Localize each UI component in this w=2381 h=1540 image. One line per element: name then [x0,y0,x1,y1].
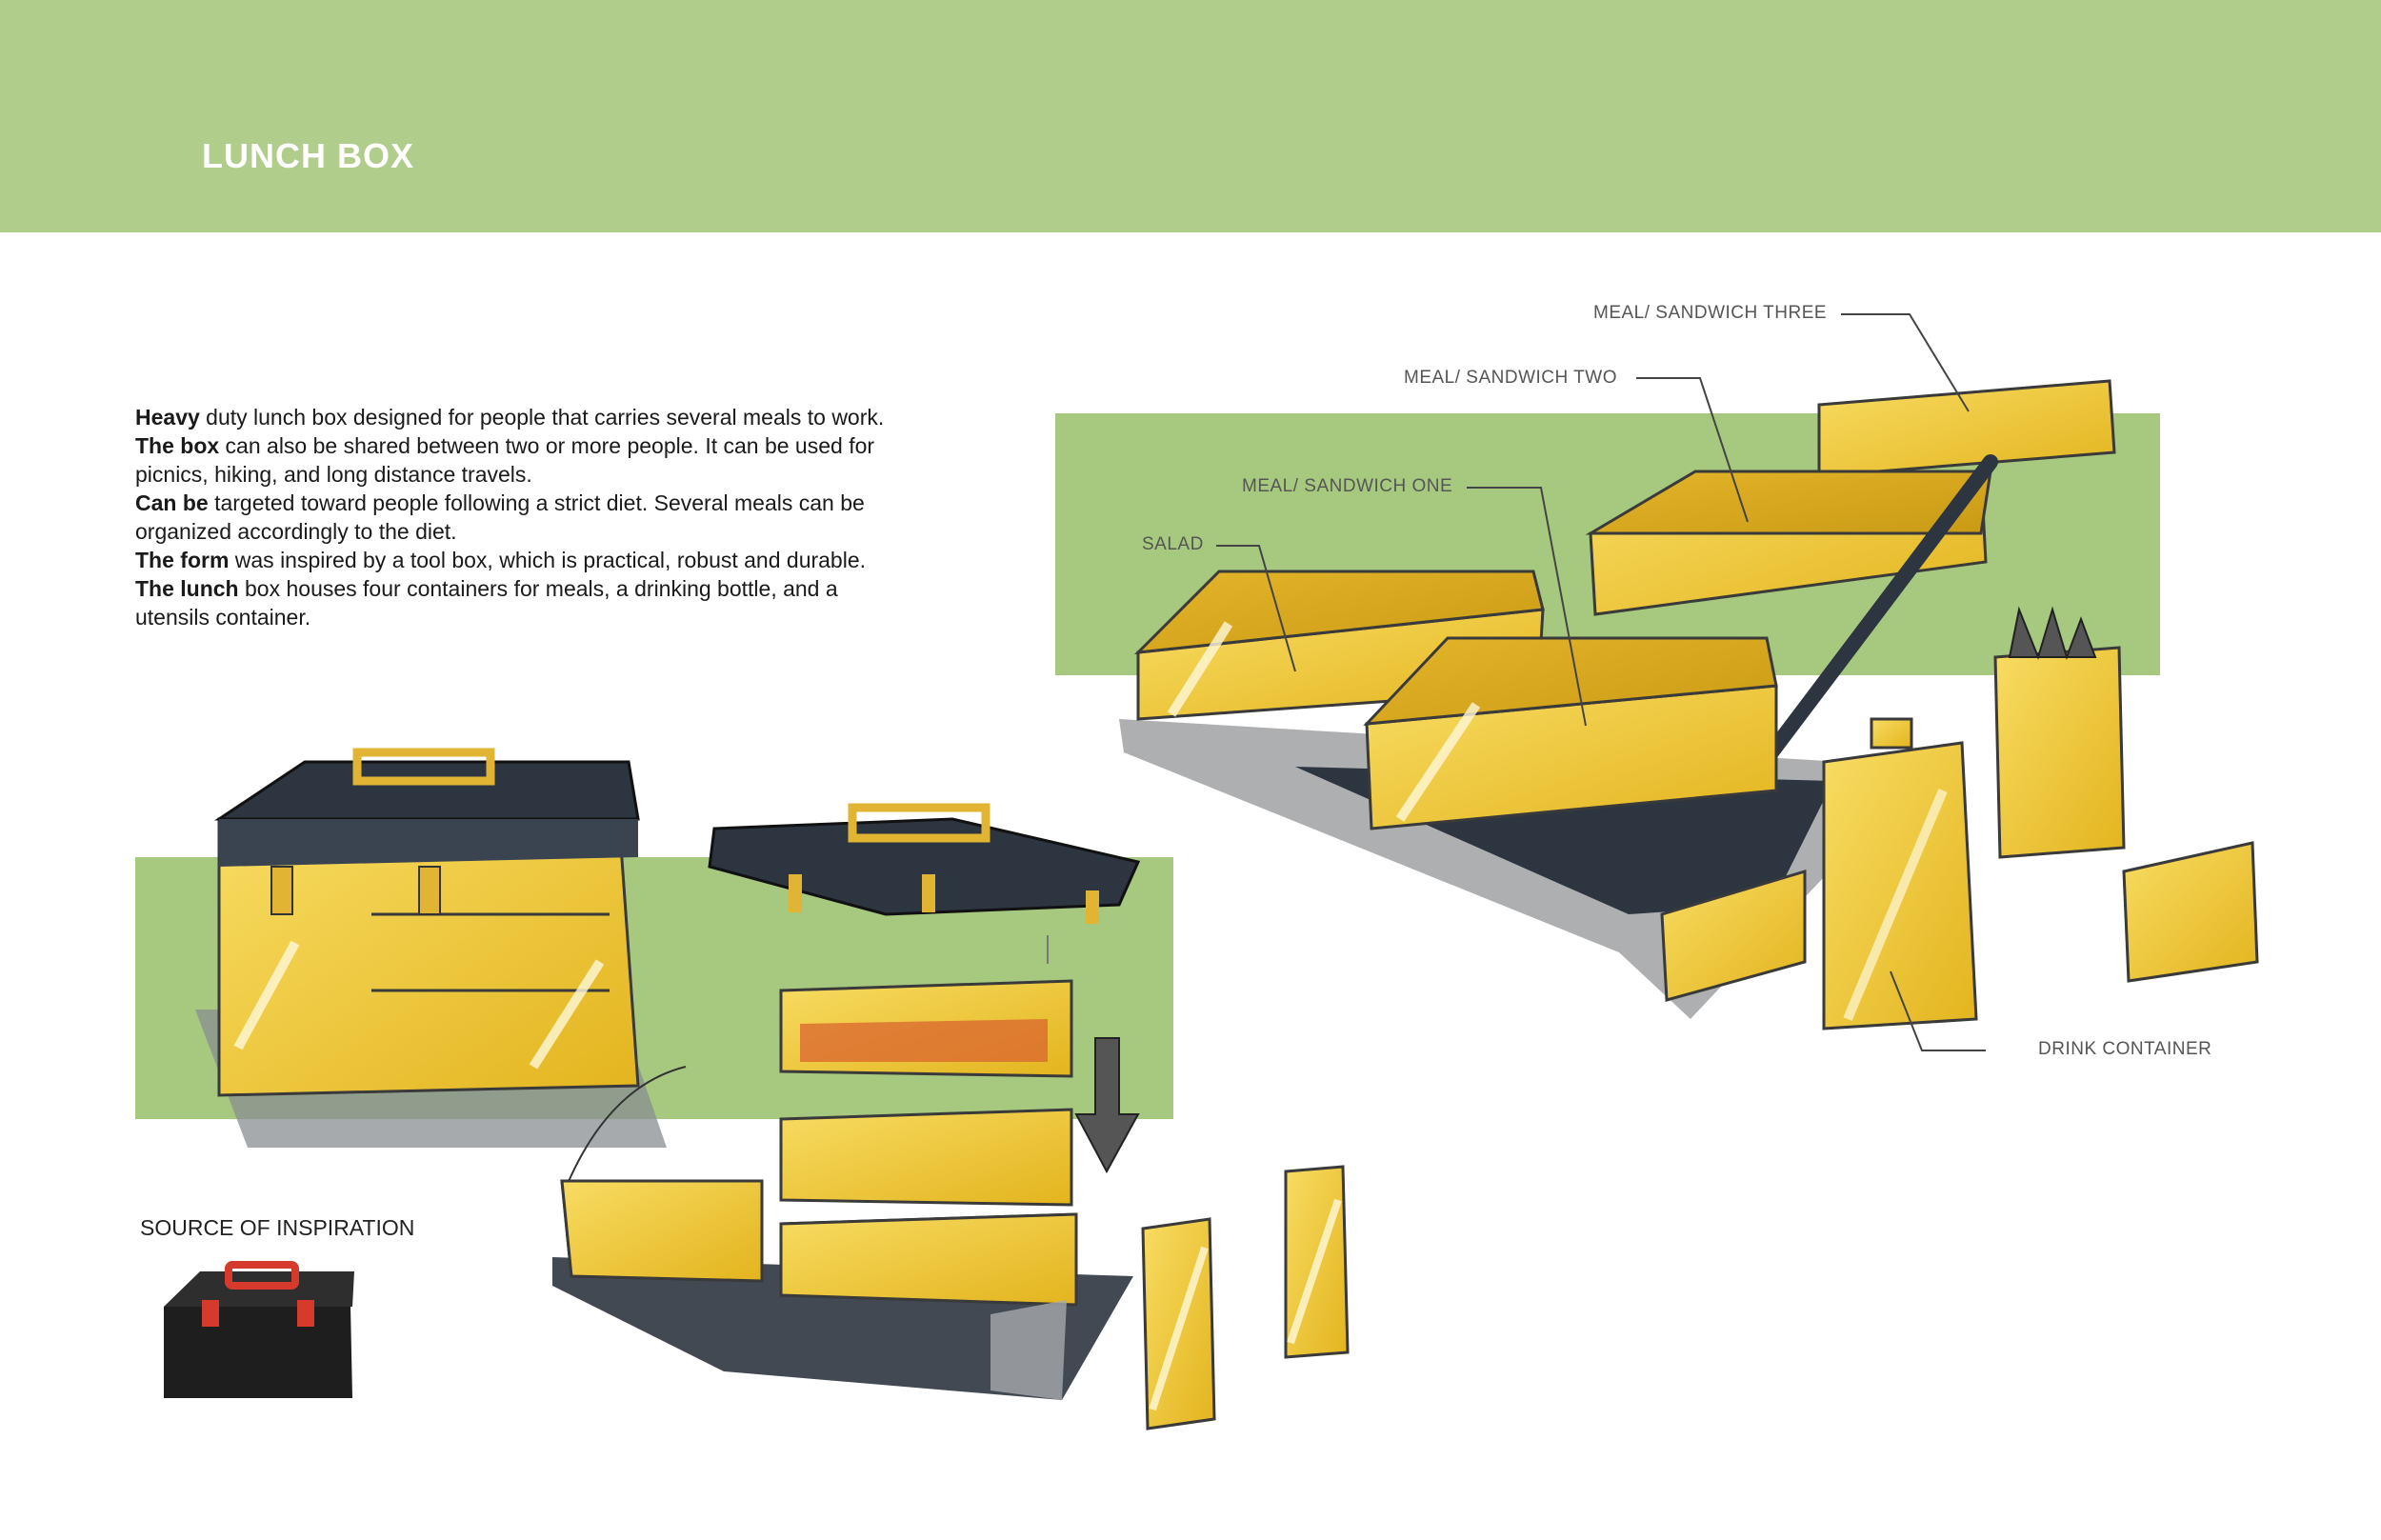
description: Heavy duty lunch box designed for people… [135,403,897,631]
label-drink-container: DRINK CONTAINER [2038,1039,2212,1059]
description-para: Heavy duty lunch box designed for people… [135,405,885,430]
label-meal-three: MEAL/ SANDWICH THREE [1593,303,1828,323]
open-lunch-box-sketch [1119,379,2259,1030]
description-para: The form was inspired by a tool box, whi… [135,548,867,572]
label-meal-two: MEAL/ SANDWICH TWO [1404,368,1617,388]
label-salad: SALAD [1142,534,1204,554]
description-para: The lunch box houses four containers for… [135,576,838,630]
closed-lunch-box-sketch [195,748,667,1148]
exploded-lunch-box-sketch [552,803,1350,1430]
label-meal-one: MEAL/ SANDWICH ONE [1242,476,1453,496]
callout-lines [1216,313,1986,1051]
page-title: LUNCH BOX [202,136,414,175]
description-para: Can be targeted toward people following … [135,490,865,544]
description-para: The box can also be shared between two o… [135,433,875,487]
header-banner: LUNCH BOX [0,0,2381,232]
toolbox-photo [164,1261,354,1398]
source-of-inspiration-label: SOURCE OF INSPIRATION [140,1215,415,1240]
